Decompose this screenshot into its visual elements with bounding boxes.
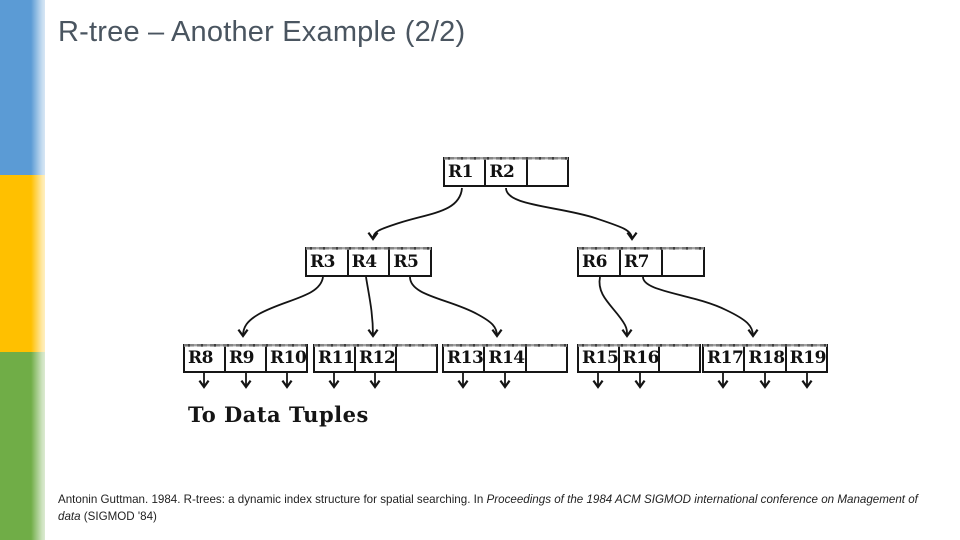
node-cell: R1 bbox=[445, 159, 487, 185]
to-data-tuples-label: To Data Tuples bbox=[188, 402, 369, 427]
node-cell: R3 bbox=[307, 249, 349, 275]
node-cell: R7 bbox=[621, 249, 663, 275]
arrow-r6-to-leaf4 bbox=[598, 276, 633, 338]
node-cell: R4 bbox=[349, 249, 391, 275]
citation-part-3: (SIGMOD '84) bbox=[80, 510, 157, 524]
node-cell-empty bbox=[660, 346, 699, 371]
node-cell: R18 bbox=[745, 346, 787, 371]
arrow-r3-to-leaf1 bbox=[237, 276, 324, 338]
node-cell: R2 bbox=[486, 159, 528, 185]
ribbon-green-block bbox=[0, 352, 45, 540]
arrow-root-to-node-r6r7 bbox=[505, 187, 638, 241]
node-cell: R12 bbox=[356, 346, 397, 371]
tree-leaf-r15r16: R15 R16 bbox=[577, 344, 701, 373]
to-data-tuples-arrows bbox=[198, 373, 813, 389]
node-cell: R11 bbox=[315, 346, 356, 371]
tree-leaf-r8r9r10: R8 R9 R10 bbox=[183, 344, 308, 373]
tree-leaf-r17r18r19: R17 R18 R19 bbox=[702, 344, 828, 373]
node-cell: R13 bbox=[444, 346, 486, 371]
ribbon-blue-block bbox=[0, 0, 45, 175]
node-cell-empty bbox=[397, 346, 436, 371]
node-cell: R14 bbox=[485, 346, 527, 371]
node-cell: R10 bbox=[270, 348, 306, 368]
node-cell: R17 bbox=[704, 346, 746, 371]
page-title: R-tree – Another Example (2/2) bbox=[58, 16, 466, 48]
node-cell: R15 bbox=[579, 346, 620, 371]
node-cell-empty bbox=[527, 346, 566, 371]
node-cell: R9 bbox=[226, 346, 267, 371]
arrow-r7-to-leaf5 bbox=[642, 276, 759, 338]
tree-node-root: R1 R2 bbox=[443, 157, 569, 187]
node-cell-empty bbox=[663, 249, 703, 275]
arrow-r4-to-leaf2 bbox=[365, 276, 379, 338]
node-cell-empty bbox=[528, 159, 567, 185]
node-cell: R5 bbox=[393, 251, 419, 272]
node-cell: R19 bbox=[789, 348, 826, 368]
arrow-r5-to-leaf3 bbox=[409, 276, 503, 338]
tree-leaf-r13r14: R13 R14 bbox=[442, 344, 568, 373]
ribbon-yellow-block bbox=[0, 175, 45, 352]
arrow-root-to-node-r3r4r5 bbox=[367, 187, 463, 241]
tree-node-r3r4r5: R3 R4 R5 bbox=[305, 247, 432, 277]
citation-text: Antonin Guttman. 1984. R-trees: a dynami… bbox=[58, 491, 926, 526]
node-cell: R6 bbox=[579, 249, 621, 275]
node-cell: R16 bbox=[620, 346, 661, 371]
citation-part-1: Antonin Guttman. 1984. R-trees: a dynami… bbox=[58, 493, 487, 506]
citation-part-italic: Proceedings of the 1984 ACM SIGMOD inter… bbox=[58, 493, 918, 524]
node-cell: R8 bbox=[185, 346, 226, 371]
tree-leaf-r11r12: R11 R12 bbox=[313, 344, 438, 373]
tree-node-r6r7: R6 R7 bbox=[577, 247, 705, 277]
